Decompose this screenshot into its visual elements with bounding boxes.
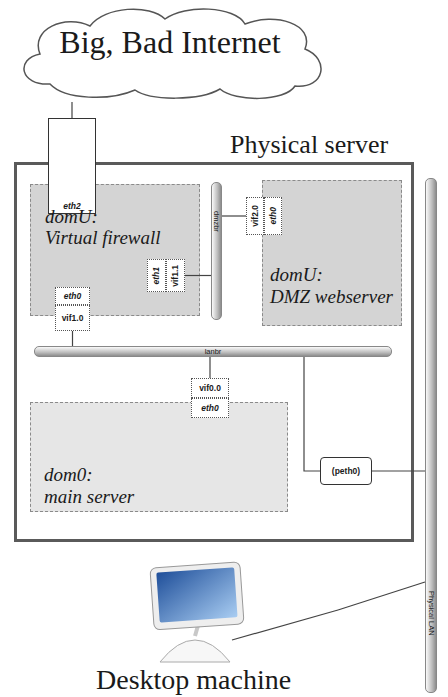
desktop-figure: Desktop machine (92, 560, 338, 697)
interface-name: eth0 (201, 404, 218, 413)
cloud-label: Big, Bad Internet (59, 26, 280, 58)
interface-box: eth0 (55, 287, 90, 305)
monitor-frame (150, 562, 244, 630)
interface-box: vif0.0 (191, 378, 229, 398)
interface-box: vif2.0 (246, 197, 264, 235)
server-box: Physical serverdomU:Virtual firewalleth2… (14, 162, 414, 542)
interface-name: vif1.1 (171, 265, 180, 287)
network-link (72, 331, 73, 346)
vm-label: DMZ webserver (270, 287, 393, 306)
network-link (372, 470, 425, 471)
vm-label: domU: (270, 265, 323, 284)
interface-box: eth0 (191, 398, 229, 418)
bridge-bar: lanbr (34, 346, 392, 357)
bridge-bar: dmzbr (211, 182, 222, 320)
bridge-name: dmzbr (213, 211, 221, 232)
vm-label: Virtual firewall (45, 228, 161, 247)
interface-name: eth1 (152, 267, 161, 284)
vm-box: domU:Virtual firewalleth2eth1eth0 (30, 184, 200, 316)
interface-box: eth1 (147, 259, 166, 292)
network-link (222, 215, 246, 216)
interface-box: vif1.0 (55, 305, 90, 331)
interface-box: vif1.1 (166, 259, 185, 292)
interface-name: vif2.0 (251, 205, 260, 227)
computer-neck (195, 622, 199, 636)
vm-label: main server (44, 487, 134, 506)
network-cable (232, 610, 338, 640)
nic-box: (peth0) (320, 457, 372, 485)
interface-name: (peth0) (332, 467, 360, 476)
cloud-shape: Big, Bad Internet (10, 4, 330, 102)
server-title: Physical server (230, 132, 388, 158)
network-link (71, 102, 72, 118)
desktop-illustration (150, 562, 338, 662)
bridge-name: lanbr (205, 348, 222, 356)
nic-box: eth2 (48, 118, 96, 214)
desktop-label: Desktop machine (96, 666, 291, 694)
cloud-path (24, 9, 321, 98)
interface-name: eth0 (269, 207, 278, 224)
interface-name: vif0.0 (199, 384, 221, 393)
interface-name: eth0 (64, 292, 81, 301)
network-link (209, 357, 210, 378)
lan-bus: Physical LAN (425, 178, 437, 693)
monitor-screen (156, 567, 237, 622)
interface-name: eth2 (63, 202, 80, 211)
bus-name: Physical LAN (427, 591, 435, 636)
computer-base (160, 640, 230, 662)
vm-box: domU: DMZ webserver eth0 (262, 180, 402, 326)
network-link (185, 275, 211, 276)
vm-box: dom0: main server eth0 (30, 402, 288, 512)
edge-group (72, 102, 425, 610)
interface-name: vif1.0 (62, 314, 84, 323)
vm-label: dom0: (44, 465, 93, 484)
network-link (338, 582, 425, 610)
interface-box: eth0 (264, 197, 282, 235)
network-link (304, 357, 320, 471)
computer-monitor (150, 562, 244, 630)
